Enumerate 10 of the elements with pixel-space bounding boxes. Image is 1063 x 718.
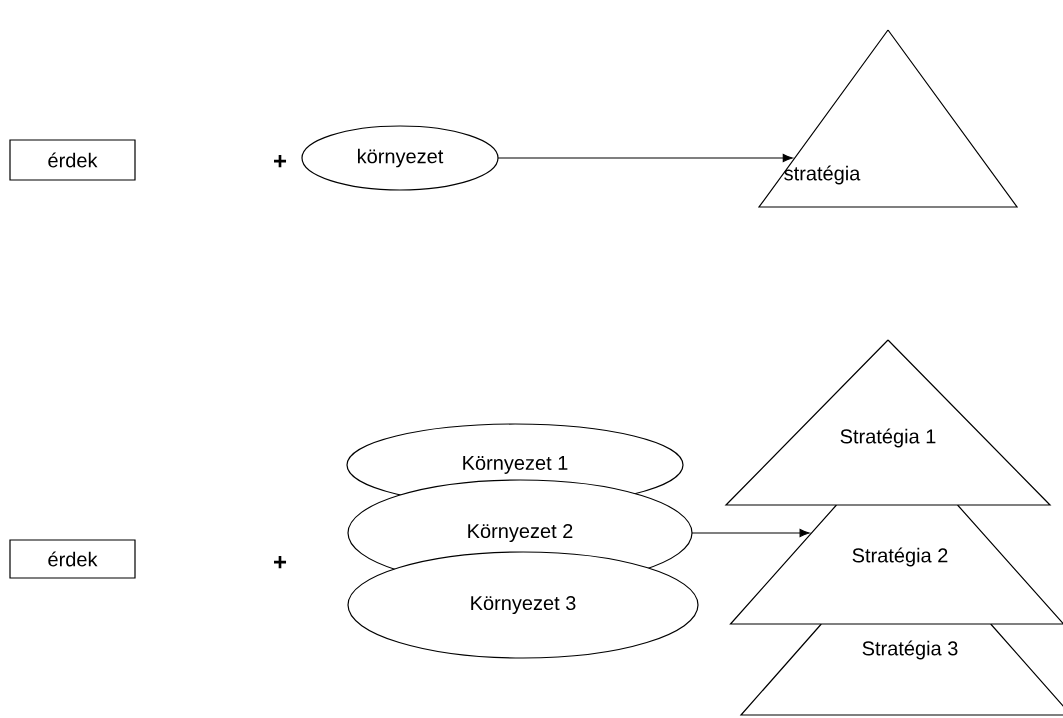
arrow: [497, 153, 793, 163]
node-label: Stratégia 2: [852, 547, 948, 567]
plus-sign: +: [274, 556, 287, 569]
node-label: Stratégia 1: [840, 428, 936, 448]
triangle: stratégia: [757, 29, 1019, 208]
arrow: [691, 528, 810, 538]
text-box: érdek: [9, 139, 136, 181]
triangle: Stratégia 1: [724, 339, 1052, 506]
text-box: érdek: [9, 539, 136, 579]
triangle: Stratégia 2: [729, 504, 1063, 625]
